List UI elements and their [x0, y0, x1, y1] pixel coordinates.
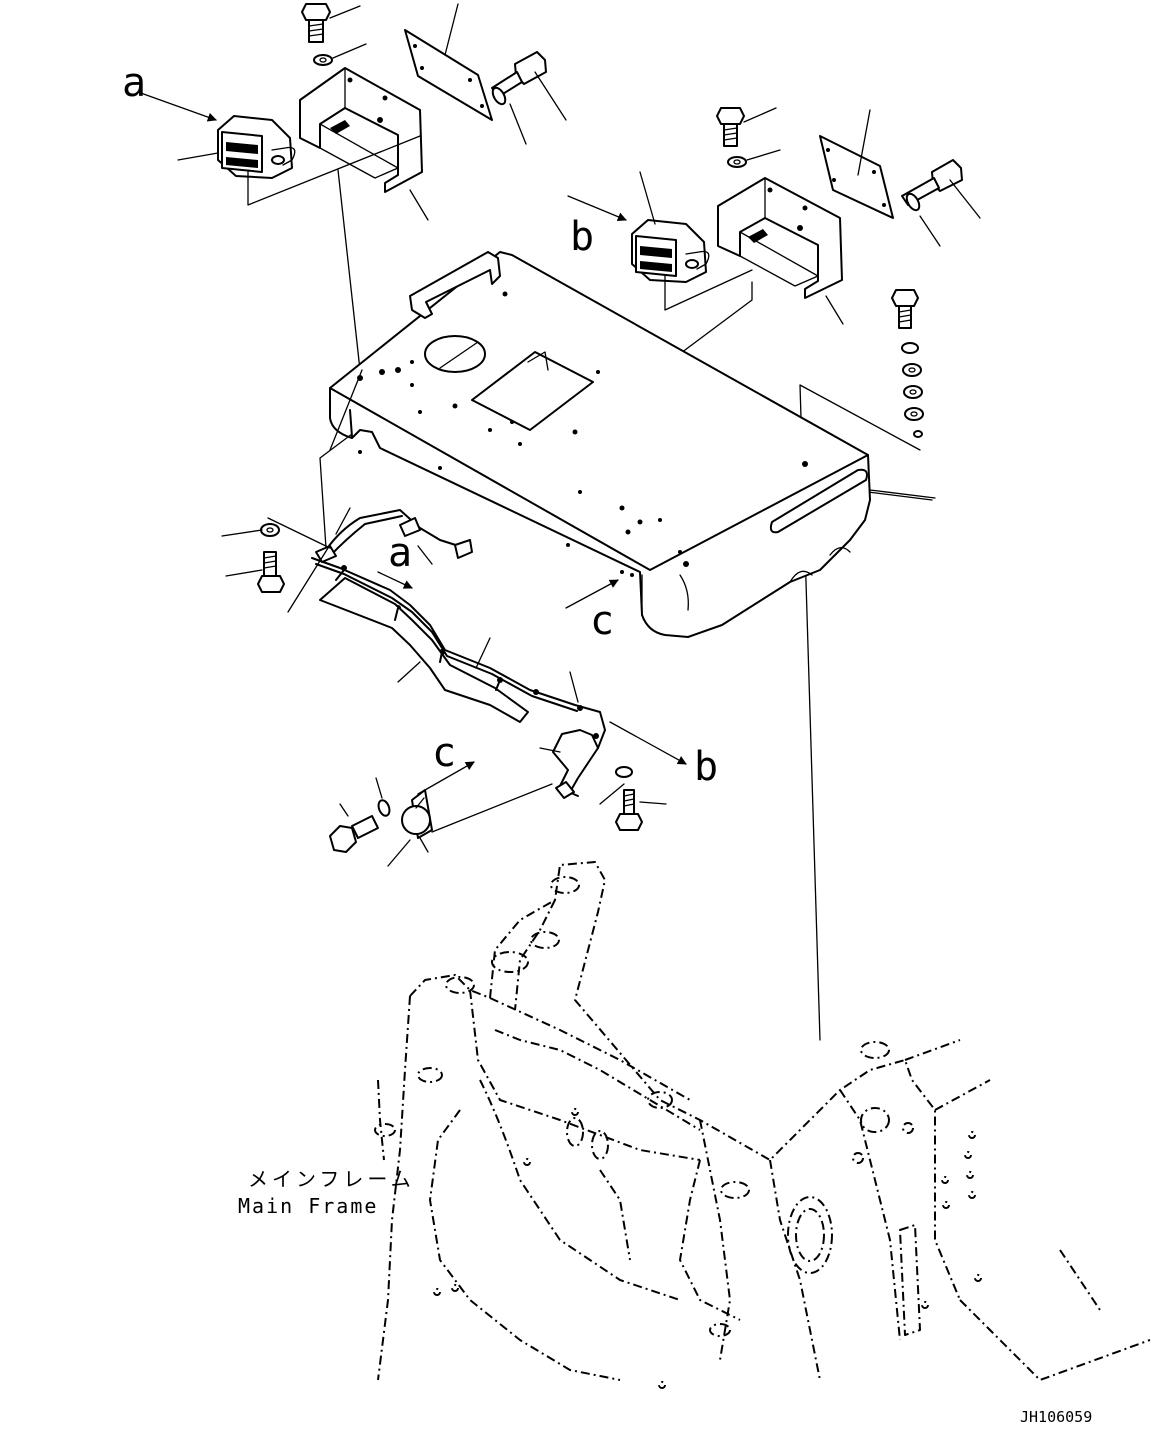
horn-assembly — [329, 761, 553, 867]
washer-b-side — [905, 192, 921, 212]
leader-cover-to-frame — [329, 369, 363, 451]
leaders-harness — [221, 433, 687, 805]
wiring-harness — [311, 509, 606, 799]
work-lamp-a — [217, 115, 296, 179]
callout-a-harness: a — [388, 530, 412, 576]
plate-b — [819, 135, 894, 219]
callout-c-horn: c — [432, 730, 456, 776]
harness-bolt — [257, 551, 285, 593]
work-lamp-assembly-b — [631, 107, 963, 299]
horn — [401, 789, 433, 853]
main-frame — [374, 861, 1151, 1389]
callout-c-cover: c — [590, 598, 614, 644]
drawing-id: JH106059 — [1020, 1408, 1092, 1426]
main-frame-label-en: Main Frame — [238, 1194, 378, 1218]
cover-panel — [329, 251, 871, 638]
bracket-b — [717, 177, 843, 299]
leaders-a — [137, 3, 567, 371]
bolt-b-top — [716, 107, 745, 147]
plate-a — [404, 29, 493, 121]
harness-bolt-2 — [615, 789, 643, 831]
washer-a-top — [313, 54, 333, 66]
work-lamp-assembly-a — [217, 3, 547, 193]
washer-a-side — [491, 86, 507, 106]
callout-a-lamp: a — [122, 60, 146, 106]
main-frame-label-ja: メインフレーム — [248, 1167, 415, 1191]
bolt-b-side — [901, 159, 963, 206]
work-lamp-b — [631, 219, 710, 283]
harness-washer — [260, 523, 280, 537]
horn-bolt — [329, 815, 379, 853]
washer-b-top — [727, 156, 747, 168]
harness-washer-2 — [615, 766, 633, 778]
callout-b-lamp: b — [570, 214, 594, 260]
bracket-a — [299, 67, 423, 193]
horn-washer — [377, 799, 391, 817]
cover-holes — [357, 291, 808, 577]
mount-hardware-stack — [891, 289, 924, 438]
callout-b-harness: b — [694, 744, 718, 790]
bolt-a-top — [301, 3, 331, 43]
